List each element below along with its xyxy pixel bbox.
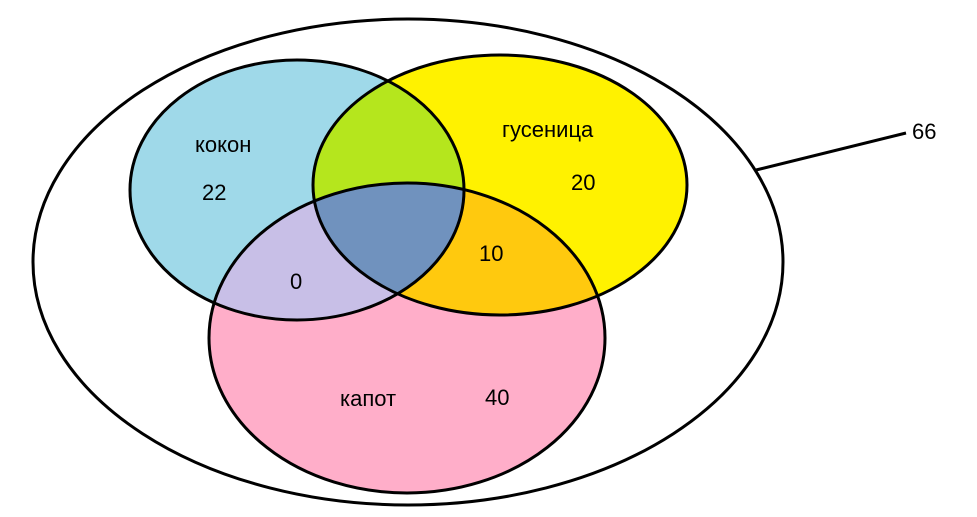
set-value-kokon: 22 xyxy=(202,180,226,205)
region-value-gusenitsa-kapot: 10 xyxy=(479,241,503,266)
set-value-gusenitsa: 20 xyxy=(571,170,595,195)
set-outline-gusenitsa xyxy=(311,53,689,317)
set-label-gusenitsa: гусеница xyxy=(502,117,594,142)
region-kokon-kapot xyxy=(209,183,464,320)
region-gusenitsa-kapot xyxy=(313,183,605,315)
total-value: 66 xyxy=(912,119,936,144)
set-outline-kapot xyxy=(207,181,607,495)
set-label-kapot: капот xyxy=(340,386,396,411)
total-pointer-line xyxy=(755,131,907,172)
set-label-kokon: кокон xyxy=(195,132,251,157)
region-value-kokon-kapot: 0 xyxy=(290,269,302,294)
set-value-kapot: 40 xyxy=(485,385,509,410)
